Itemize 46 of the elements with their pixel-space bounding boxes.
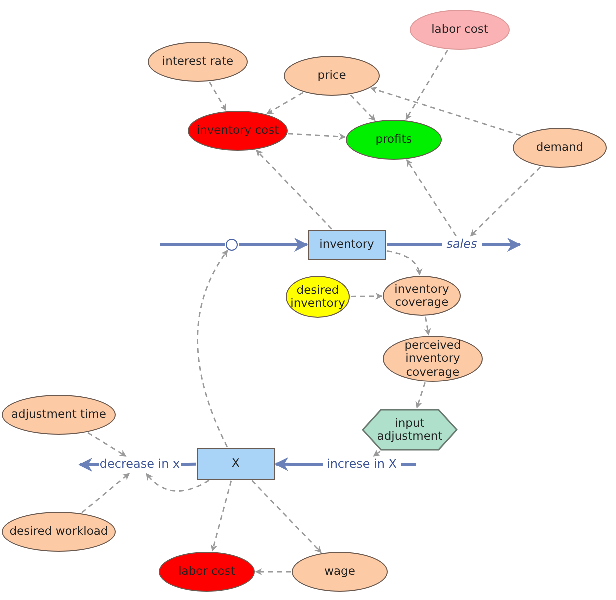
flow-pipe (401, 464, 416, 466)
dashed-arrow (424, 316, 432, 336)
dashed-arrow (373, 450, 381, 457)
variable-ellipse: desired inventory (286, 276, 350, 318)
flow-pipe (160, 244, 225, 246)
dashed-arrow (470, 166, 542, 237)
dashed-arrow (406, 160, 457, 237)
dashed-arrow (288, 133, 346, 140)
variable-ellipse: desired workload (2, 512, 116, 552)
variable-ellipse: adjustment time (2, 395, 116, 435)
variable-ellipse: labor cost (410, 10, 510, 50)
flow-arrow (78, 458, 99, 472)
flow-arrow (239, 238, 308, 252)
dashed-arrow (370, 86, 522, 136)
dashed-arrow (255, 568, 291, 576)
dashed-arrow (209, 82, 227, 112)
flow-pipe (387, 244, 442, 246)
variable-ellipse: wage (292, 552, 388, 592)
variable-ellipse: interest rate (148, 42, 248, 82)
flow-arrow (482, 238, 522, 252)
dashed-arrow (386, 250, 422, 276)
dashed-arrow (197, 250, 228, 448)
dashed-arrow (350, 292, 383, 300)
stock-box: inventory (308, 230, 386, 260)
variable-ellipse: perceived inventory coverage (383, 336, 483, 382)
variable-ellipse: profits (346, 120, 442, 160)
stock-box: X (197, 448, 275, 480)
variable-ellipse: price (284, 56, 380, 96)
variable-ellipse: inventory cost (188, 111, 288, 151)
dashed-arrow (146, 473, 210, 492)
dashed-arrow (256, 150, 332, 230)
dashed-arrow (416, 382, 426, 409)
converter-hexagon: input adjustment (362, 409, 458, 451)
variable-ellipse: labor cost (159, 552, 255, 592)
valve-circle (226, 239, 238, 251)
dashed-arrow (406, 50, 448, 120)
dashed-arrow (266, 92, 304, 115)
dashed-arrow (350, 94, 376, 122)
flow-arrow (274, 457, 324, 472)
dashed-arrow (82, 473, 130, 514)
variable-ellipse: inventory coverage (383, 276, 461, 316)
variable-ellipse: demand (513, 128, 607, 168)
flow-pipe (180, 462, 196, 466)
dashed-arrow (210, 480, 232, 552)
dashed-arrow (88, 432, 127, 458)
dashed-arrow (252, 480, 322, 554)
